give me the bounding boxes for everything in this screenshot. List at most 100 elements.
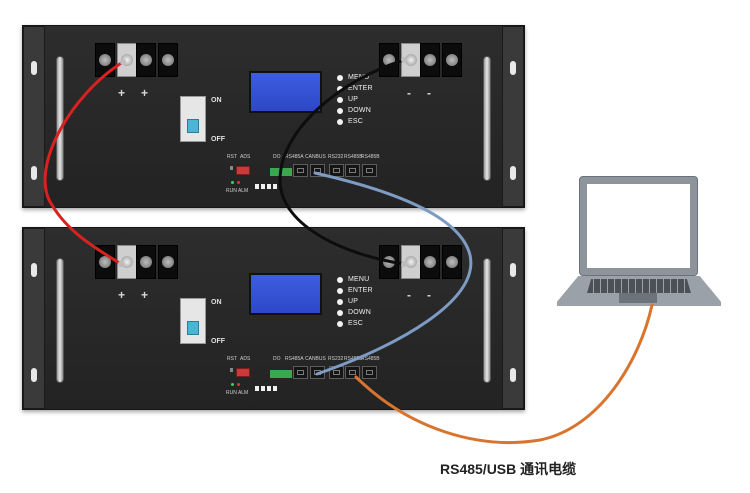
circuit-breaker[interactable] (180, 96, 206, 142)
do-label: DO (273, 356, 281, 362)
menu-label: MENU (348, 74, 370, 81)
port-label-canbus: CANBUS (305, 154, 326, 160)
esc-label: ESC (348, 118, 363, 125)
enter-label: ENTER (348, 287, 373, 294)
enter-button[interactable] (337, 287, 343, 294)
positive-sign: + (141, 86, 149, 100)
indicator-led (261, 184, 265, 189)
port-label-canbus: CANBUS (305, 356, 326, 362)
port-label-rs485a: RS485A (285, 356, 304, 362)
rack-ear-right (502, 26, 524, 207)
positive-terminal (95, 245, 115, 279)
menu-label: MENU (348, 276, 370, 283)
port-label-rs485a: RS485A (285, 154, 304, 160)
positive-sign: + (118, 86, 126, 100)
rs485b-port[interactable] (362, 366, 377, 379)
breaker-on-label: ON (211, 97, 222, 104)
menu-buttons: MENU ENTER UP DOWN ESC (337, 72, 373, 127)
handle-left (56, 56, 64, 181)
up-label: UP (348, 96, 359, 103)
reset-button[interactable] (230, 166, 233, 170)
breaker-off-label: OFF (211, 136, 225, 143)
indicator-led (267, 386, 271, 391)
canbus-link-cable (313, 171, 473, 376)
port-label-rs485b: RS485B (361, 356, 380, 362)
handle-left (56, 258, 64, 383)
down-button[interactable] (337, 309, 343, 316)
battery-module-top: + + - - ON OFF MENU ENTER UP DOWN ESC RS… (22, 25, 525, 208)
negative-sign: - (407, 288, 411, 302)
esc-button[interactable] (337, 118, 343, 125)
negative-sign: - (427, 86, 431, 100)
enter-button[interactable] (337, 85, 343, 92)
run-alm-label: RUN ALM (226, 390, 249, 396)
lcd-display (249, 273, 322, 315)
down-button[interactable] (337, 107, 343, 114)
negative-terminal (442, 245, 462, 279)
breaker-off-label: OFF (211, 338, 225, 345)
rs232-port[interactable] (329, 164, 344, 177)
laptop-screen (587, 184, 690, 268)
rs485b-port[interactable] (345, 164, 360, 177)
rst-label: RST (227, 356, 237, 362)
alarm-led (237, 383, 240, 386)
port-label-rs485b: RS485B (344, 154, 363, 160)
indicator-led (255, 386, 259, 391)
menu-button[interactable] (337, 276, 343, 283)
cable-lug (118, 261, 124, 267)
rack-ear-right (502, 228, 524, 409)
positive-sign: + (118, 288, 126, 302)
address-dip-switch[interactable] (236, 166, 250, 175)
down-label: DOWN (348, 309, 371, 316)
enter-label: ENTER (348, 85, 373, 92)
positive-terminal (136, 245, 156, 279)
esc-label: ESC (348, 320, 363, 327)
rs485a-port[interactable] (293, 164, 308, 177)
port-label-rs485b: RS485B (361, 154, 380, 160)
negative-sign: - (427, 288, 431, 302)
indicator-led (273, 184, 277, 189)
laptop-keyboard (587, 279, 691, 293)
reset-button[interactable] (230, 368, 233, 372)
rack-ear-left (23, 228, 45, 409)
port-label-rs232: RS232 (328, 356, 344, 362)
do-connector (270, 370, 292, 378)
indicator-led (255, 184, 259, 189)
menu-buttons: MENU ENTER UP DOWN ESC (337, 274, 373, 329)
rs485b-port[interactable] (362, 164, 377, 177)
esc-button[interactable] (337, 320, 343, 327)
negative-sign: - (407, 86, 411, 100)
up-button[interactable] (337, 298, 343, 305)
breaker-on-label: ON (211, 299, 222, 306)
address-dip-switch[interactable] (236, 368, 250, 377)
ads-label: ADS (240, 356, 251, 362)
rs485a-port[interactable] (293, 366, 308, 379)
laptop (557, 176, 721, 308)
ads-label: ADS (240, 154, 251, 160)
do-label: DO (273, 154, 281, 160)
cable-lug (401, 57, 407, 63)
negative-terminal (442, 43, 462, 77)
circuit-breaker[interactable] (180, 298, 206, 344)
laptop-touchpad (619, 293, 657, 303)
indicator-led (273, 386, 277, 391)
positive-power-cable (43, 60, 125, 266)
run-led (231, 181, 234, 184)
negative-terminal (420, 245, 440, 279)
port-label-rs232: RS232 (328, 154, 344, 160)
up-button[interactable] (337, 96, 343, 103)
laptop-lid (579, 176, 698, 276)
run-led (231, 383, 234, 386)
menu-button[interactable] (337, 74, 343, 81)
alarm-led (237, 181, 240, 184)
indicator-led (261, 386, 265, 391)
run-alm-label: RUN ALM (226, 188, 249, 194)
indicator-led (267, 184, 271, 189)
rack-ear-left (23, 26, 45, 207)
positive-terminal (158, 245, 178, 279)
down-label: DOWN (348, 107, 371, 114)
negative-terminal (401, 245, 421, 279)
rs485-usb-cable (354, 303, 654, 444)
